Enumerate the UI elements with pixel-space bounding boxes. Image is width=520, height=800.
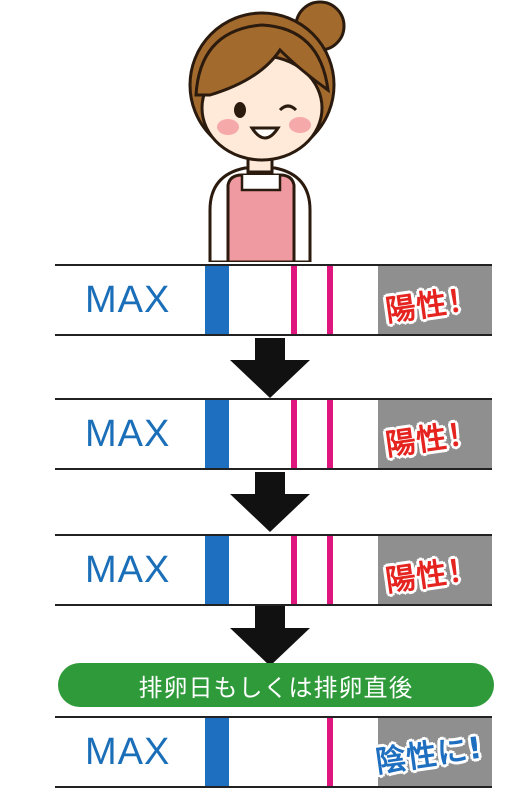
control-band (205, 718, 229, 786)
result-window (378, 718, 492, 786)
result-window (378, 266, 492, 334)
result-window (378, 400, 492, 468)
woman-illustration (170, 0, 350, 264)
ovulation-banner: 排卵日もしくは排卵直後 (58, 663, 494, 707)
test-line (327, 718, 333, 786)
max-label: MAX (85, 730, 171, 773)
test-strip-4: MAX (55, 716, 492, 788)
test-strip-3: MAX (55, 534, 492, 606)
max-label: MAX (85, 278, 171, 321)
test-line (291, 400, 297, 468)
test-line (327, 536, 333, 604)
max-label: MAX (85, 548, 171, 591)
control-band (205, 536, 229, 604)
test-strip-2: MAX (55, 398, 492, 470)
test-line (291, 536, 297, 604)
down-arrow-icon (230, 472, 310, 532)
control-band (205, 266, 229, 334)
test-line (291, 266, 297, 334)
result-window (378, 536, 492, 604)
max-label: MAX (85, 412, 171, 455)
down-arrow-icon (230, 606, 310, 666)
test-line (327, 266, 333, 334)
test-line (327, 400, 333, 468)
control-band (205, 400, 229, 468)
down-arrow-icon (230, 338, 310, 398)
test-strip-1: MAX (55, 264, 492, 336)
